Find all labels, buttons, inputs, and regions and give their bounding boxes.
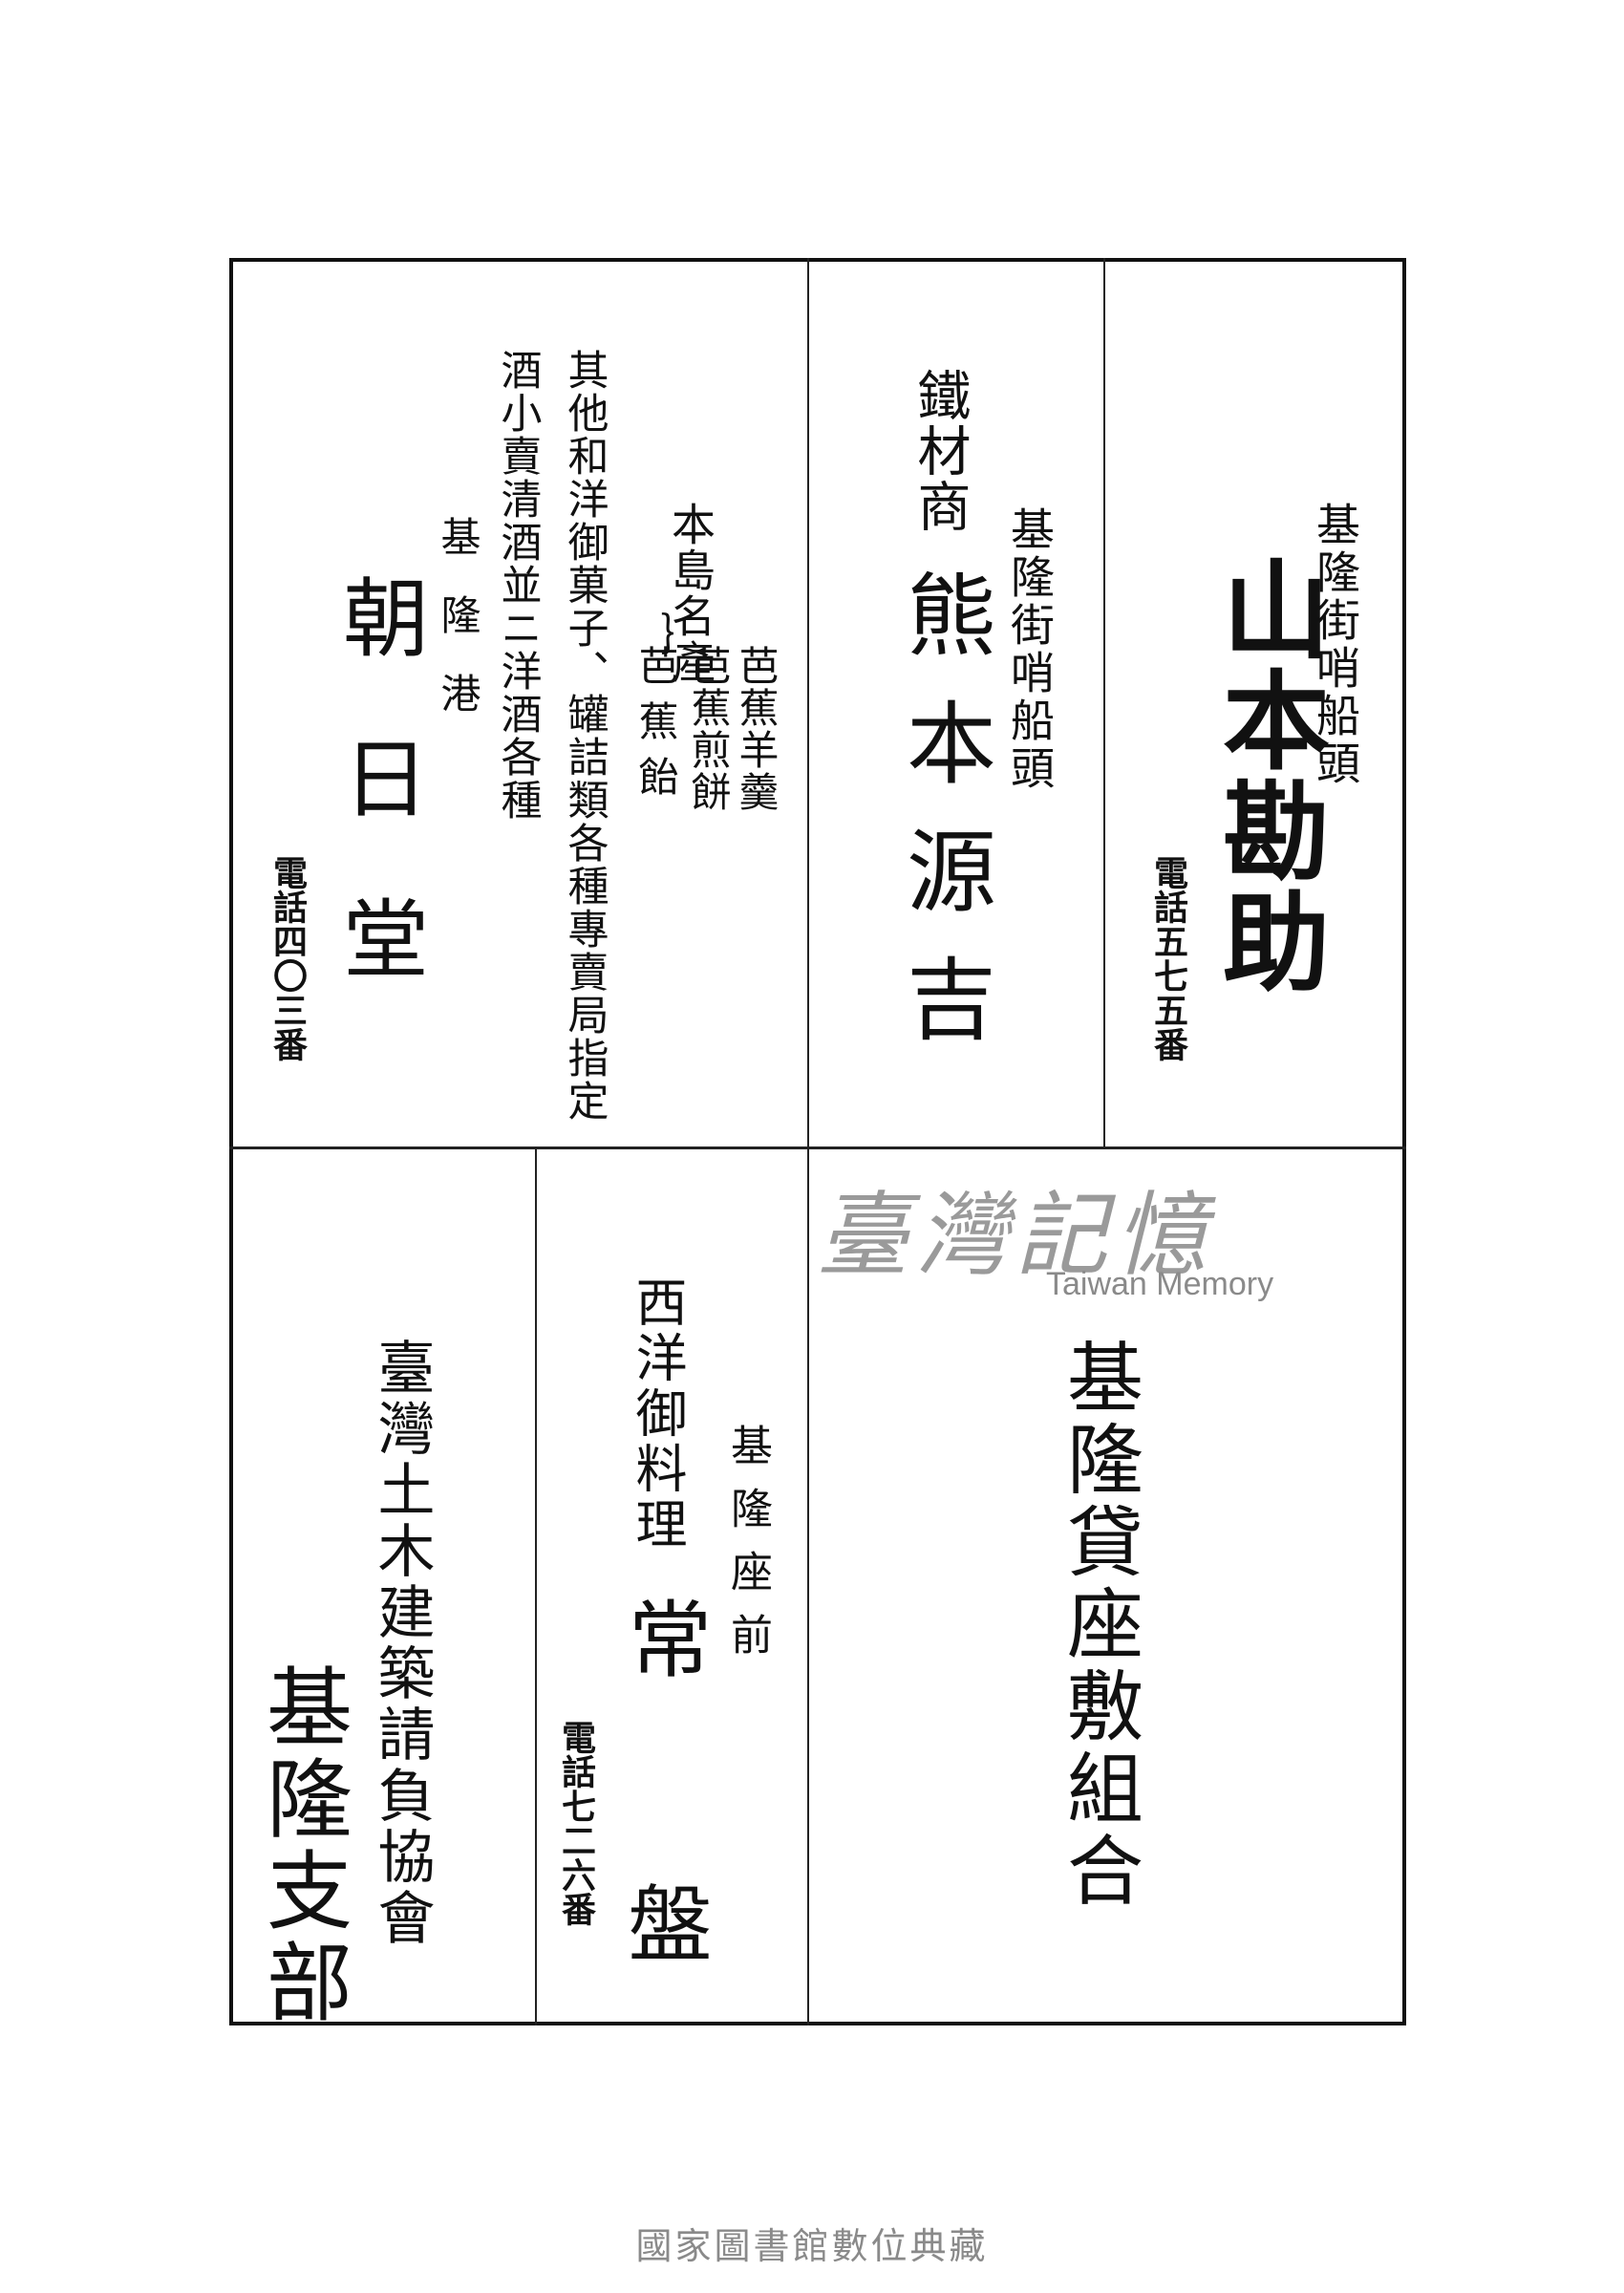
asahido-line2: 酒小賣清酒並ニ洋酒各種 [494,349,542,822]
yamamoto-phone: 電話五七五番 [1148,855,1188,1061]
asahido-line1: 其他和洋御菓子、罐詰類各種專賣局指定 [561,349,609,1123]
asahido-address: 基隆港 [435,516,481,751]
civil-org: 臺灣土木建築請負協會 [368,1338,435,1949]
asahido-specialty-header: 本島名產 [665,502,716,685]
bottom-divider-left [535,1146,537,2025]
asahido-phone: 電話四〇三番 [267,855,308,1061]
tokiwa-cuisine: 西洋御料理 [627,1275,687,1553]
top-divider-left [807,258,809,1148]
bottom-divider-right [807,1146,809,2025]
kumamoto-name: 熊本源吉 [891,568,995,1081]
watermark-subtitle: Taiwan Memory [1046,1266,1274,1302]
kumamoto-trade: 鐵材商 [908,368,971,534]
page-frame [229,258,1406,2025]
horizontal-divider [229,1146,1406,1149]
tokiwa-address: 基隆座前 [723,1424,772,1676]
footer-collection-label: 國家圖書館數位典藏 [635,2225,989,2267]
asahido-specialty-item-3: 芭蕉飴 [632,645,679,811]
association-name: 基隆貸座敷組合 [1055,1338,1143,1913]
kumamoto-address: 基隆街哨船頭 [1004,506,1056,793]
yamamoto-name: 山本勘助 [1205,554,1330,997]
yamamoto-address: 基隆街哨船頭 [1310,502,1361,788]
asahido-specialty-item-1: 芭蕉羊羹 [733,645,780,813]
civil-branch: 基隆支部 [251,1662,352,2029]
tokiwa-name: 常盤 [614,1596,713,2165]
asahido-specialty-item-2: 芭蕉煎餅 [685,645,732,813]
top-divider-right [1103,258,1105,1148]
asahido-name: 朝日堂 [328,573,428,1055]
tokiwa-phone: 電話七二六番 [556,1720,596,1926]
watermark-text: 臺灣記憶 [817,1182,1214,1289]
